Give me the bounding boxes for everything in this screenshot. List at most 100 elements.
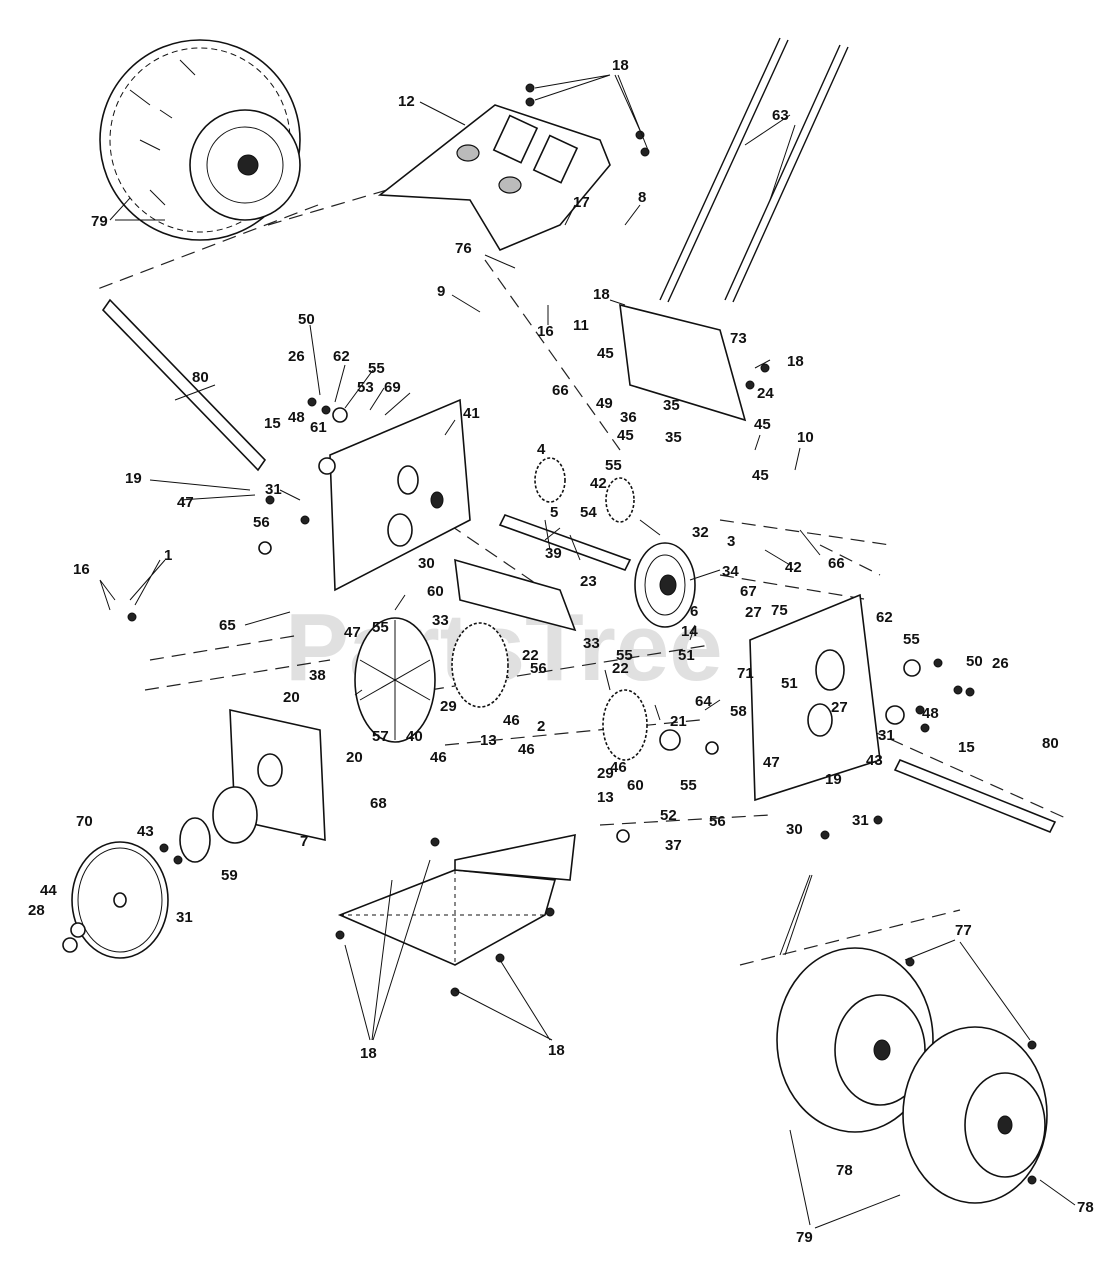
callout-43: 43 <box>866 752 883 769</box>
callout-57: 57 <box>372 728 389 745</box>
callout-29: 29 <box>440 698 457 715</box>
callout-31: 31 <box>265 481 282 498</box>
callout-68: 68 <box>370 795 387 812</box>
callout-20b: 20 <box>346 749 363 766</box>
axle-left <box>101 298 267 472</box>
callout-60: 60 <box>427 583 444 600</box>
right-side-frame <box>749 593 881 802</box>
callout-30: 30 <box>418 555 435 572</box>
callout-29b: 29 <box>597 765 614 782</box>
callout-39: 39 <box>545 545 562 562</box>
callout-21: 21 <box>670 713 687 730</box>
callout-10: 10 <box>797 429 814 446</box>
callout-31b: 31 <box>878 727 895 744</box>
callout-6: 6 <box>690 603 698 620</box>
callout-55b: 55 <box>605 457 622 474</box>
callout-14: 14 <box>681 623 698 640</box>
callout-51: 51 <box>678 647 695 664</box>
callout-18: 18 <box>612 57 629 74</box>
callout-80: 80 <box>192 369 209 386</box>
callout-7: 7 <box>300 833 308 850</box>
bottom-cover <box>337 833 576 966</box>
callout-60b: 60 <box>627 777 644 794</box>
callout-24: 24 <box>757 385 774 402</box>
callout-22: 22 <box>522 647 539 664</box>
callout-75: 75 <box>771 602 788 619</box>
callout-18c: 18 <box>787 353 804 370</box>
hub <box>179 786 258 863</box>
callout-51b: 51 <box>781 675 798 692</box>
callout-46b: 46 <box>430 749 447 766</box>
callout-76: 76 <box>455 240 472 257</box>
sprocket-left <box>451 622 509 708</box>
callout-46c: 46 <box>518 741 535 758</box>
callout-64: 64 <box>695 693 712 710</box>
callout-35b: 35 <box>665 429 682 446</box>
callout-34: 34 <box>722 563 739 580</box>
callout-80b: 80 <box>1042 735 1059 752</box>
callout-53: 53 <box>357 379 374 396</box>
callout-56b: 56 <box>530 660 547 677</box>
leader-lines <box>99 74 1076 1229</box>
callout-62: 62 <box>333 348 350 365</box>
callout-26: 26 <box>288 348 305 365</box>
sprocket-right <box>602 689 648 761</box>
callout-20: 20 <box>283 689 300 706</box>
callout-45: 45 <box>597 345 614 362</box>
callout-19: 19 <box>125 470 142 487</box>
gear-42 <box>605 477 635 523</box>
callout-63: 63 <box>772 107 789 124</box>
callout-55e: 55 <box>616 647 633 664</box>
callout-71: 71 <box>737 665 754 682</box>
callout-5: 5 <box>550 504 558 521</box>
pulley-34 <box>634 542 696 628</box>
callout-66b: 66 <box>828 555 845 572</box>
friction-disc <box>354 617 436 743</box>
callout-28: 28 <box>28 902 45 919</box>
callout-47b: 47 <box>344 624 361 641</box>
callout-2: 2 <box>537 718 545 735</box>
callout-labels: 18 12 63 79 8 17 76 9 18 16 11 73 18 50 … <box>28 57 1094 1246</box>
callout-4: 4 <box>537 441 546 458</box>
hardware-fasteners <box>62 83 1037 1185</box>
callout-12: 12 <box>398 93 415 110</box>
callout-62b: 62 <box>876 609 893 626</box>
callout-79: 79 <box>91 213 108 230</box>
callout-66: 66 <box>552 382 569 399</box>
callout-35: 35 <box>663 397 680 414</box>
callout-1: 1 <box>164 547 172 564</box>
callout-18d: 18 <box>360 1045 377 1062</box>
callout-42: 42 <box>590 475 607 492</box>
callout-33: 33 <box>432 612 449 629</box>
callout-8: 8 <box>638 189 646 206</box>
callout-13: 13 <box>480 732 497 749</box>
callout-31d: 31 <box>176 909 193 926</box>
handle-rods <box>659 37 849 303</box>
callout-77: 77 <box>955 922 972 939</box>
wheel-assembly-bottom-right <box>776 947 1048 1204</box>
callout-49: 49 <box>596 395 613 412</box>
callout-45b: 45 <box>754 416 771 433</box>
callout-55: 55 <box>368 360 385 377</box>
callout-30b: 30 <box>786 821 803 838</box>
callout-56: 56 <box>253 514 270 531</box>
callout-27: 27 <box>745 604 762 621</box>
callout-36: 36 <box>620 409 637 426</box>
callout-65: 65 <box>219 617 236 634</box>
callout-61: 61 <box>310 419 327 436</box>
callout-40: 40 <box>406 728 423 745</box>
callout-69: 69 <box>384 379 401 396</box>
callout-47c: 47 <box>763 754 780 771</box>
axle-right <box>893 758 1057 834</box>
callout-26b: 26 <box>992 655 1009 672</box>
callout-54: 54 <box>580 504 597 521</box>
callout-55c: 55 <box>372 619 389 636</box>
callout-32: 32 <box>692 524 709 541</box>
callout-79b: 79 <box>796 1229 813 1246</box>
callout-9: 9 <box>437 283 445 300</box>
left-side-frame <box>329 398 471 592</box>
callout-41: 41 <box>463 405 480 422</box>
callout-67: 67 <box>740 583 757 600</box>
top-plate <box>377 104 611 252</box>
callout-48: 48 <box>288 409 305 426</box>
